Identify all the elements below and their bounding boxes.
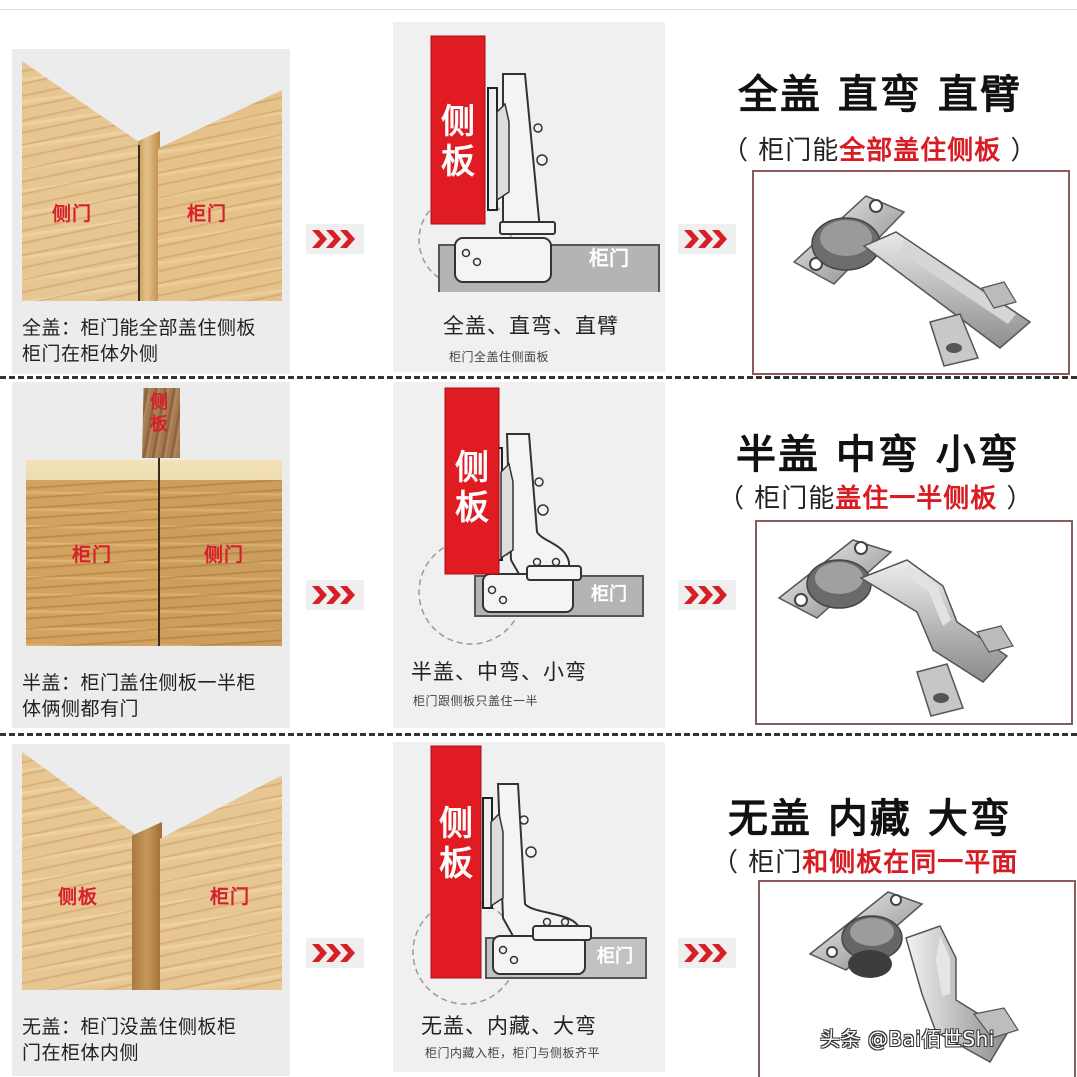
- hinge-diagram-half-overlay: 侧板 柜门 半盖、中弯、小弯 柜门跟侧板只盖住一半: [393, 382, 665, 728]
- section-divider: [0, 733, 1077, 736]
- hinge-type-title: 半盖 中弯 小弯: [736, 432, 1020, 478]
- photo-panel-full-overlay: 侧门 柜门 全盖：柜门能全部盖住侧板 柜门在柜体外侧: [12, 49, 290, 374]
- door-label: 柜门: [589, 246, 629, 270]
- subtitle-highlight: 全部盖住侧板: [839, 136, 1002, 166]
- photo-label-cabinet-door: 柜门: [187, 203, 228, 225]
- large-bend-hinge-photo: [758, 880, 1076, 1077]
- door-label: 柜门: [597, 946, 633, 967]
- caption-line-1: 无盖：柜门没盖住侧板柜: [22, 1016, 237, 1038]
- photo-label-cabinet-door: 柜门: [72, 544, 113, 566]
- row-half-overlay: 侧板 柜门 侧门 半盖：柜门盖住侧板一半柜 体俩侧都有门: [0, 380, 1077, 730]
- hinge-type-subtitle: （ 柜门和侧板在同一平面: [712, 848, 1019, 878]
- diagram-subtitle: 柜门全盖住侧面板: [449, 350, 550, 364]
- caption-line-2: 门在柜体内侧: [22, 1042, 140, 1064]
- medium-bend-hinge-photo: [755, 520, 1073, 725]
- photo-label-side-panel: 侧板: [58, 886, 99, 908]
- section-divider: [0, 376, 1077, 379]
- diagram-subtitle: 柜门跟侧板只盖住一半: [413, 694, 539, 708]
- caption-line-1: 半盖：柜门盖住侧板一半柜: [22, 672, 257, 694]
- wood-photo-inset: 侧板 柜门: [22, 752, 282, 990]
- side-panel-label: 侧板: [455, 448, 489, 528]
- side-panel-label: 侧板: [441, 102, 475, 182]
- photo-panel-inset: 侧板 柜门 无盖：柜门没盖住侧板柜 门在柜体内侧: [12, 744, 290, 1076]
- photo-label-side-door: 侧门: [52, 203, 93, 225]
- chevron-triple-right-icon: [306, 224, 364, 254]
- photo-caption: 无盖：柜门没盖住侧板柜 门在柜体内侧: [22, 1014, 286, 1066]
- hinge-type-title: 全盖 直弯 直臂: [738, 72, 1022, 118]
- chevron-triple-right-icon: [306, 938, 364, 968]
- diagram-subtitle: 柜门内藏入柜，柜门与侧板齐平: [425, 1046, 601, 1060]
- diagram-title: 半盖、中弯、小弯: [411, 660, 587, 684]
- row-full-overlay: 侧门 柜门 全盖：柜门能全部盖住侧板 柜门在柜体外侧 侧板 柜门 全盖、直弯、直…: [0, 14, 1077, 376]
- chevron-triple-right-icon: [678, 938, 736, 968]
- caption-line-2: 柜门在柜体外侧: [22, 343, 159, 365]
- subtitle-highlight: 和侧板在同一平面: [802, 848, 1019, 878]
- photo-label-side-panel: 侧板: [150, 392, 169, 435]
- hinge-diagram-inset: 侧板 柜门 无盖、内藏、大弯 柜门内藏入柜，柜门与侧板齐平: [393, 742, 665, 1072]
- chevron-triple-right-icon: [306, 580, 364, 610]
- hinge-type-subtitle: （ 柜门能全部盖住侧板 ）: [722, 136, 1038, 166]
- wood-photo-half-overlay: 侧板 柜门 侧门: [22, 388, 282, 646]
- chevron-triple-right-icon: [678, 580, 736, 610]
- hinge-type-title: 无盖 内藏 大弯: [728, 796, 1012, 842]
- chevron-triple-right-icon: [678, 224, 736, 254]
- photo-panel-half-overlay: 侧板 柜门 侧门 半盖：柜门盖住侧板一半柜 体俩侧都有门: [12, 382, 290, 728]
- straight-arm-hinge-photo: [752, 170, 1070, 375]
- door-label: 柜门: [591, 584, 627, 605]
- side-panel-label: 侧板: [439, 804, 473, 884]
- top-rule: [0, 9, 1077, 10]
- hinge-type-subtitle: （ 柜门能盖住一半侧板 ）: [718, 484, 1034, 514]
- row-inset: 侧板 柜门 无盖：柜门没盖住侧板柜 门在柜体内侧 侧板 柜门: [0, 740, 1077, 1077]
- watermark: 头条 @Bai佰世Shi: [820, 1027, 995, 1051]
- caption-line-2: 体俩侧都有门: [22, 698, 140, 720]
- diagram-title: 无盖、内藏、大弯: [421, 1014, 597, 1038]
- diagram-title: 全盖、直弯、直臂: [443, 314, 619, 338]
- caption-line-1: 全盖：柜门能全部盖住侧板: [22, 317, 257, 339]
- photo-label-cabinet-door: 柜门: [210, 886, 251, 908]
- photo-caption: 全盖：柜门能全部盖住侧板 柜门在柜体外侧: [22, 315, 286, 367]
- subtitle-highlight: 盖住一半侧板: [835, 484, 998, 514]
- photo-caption: 半盖：柜门盖住侧板一半柜 体俩侧都有门: [22, 670, 286, 722]
- photo-label-side-door: 侧门: [204, 544, 245, 566]
- wood-photo-full-overlay: 侧门 柜门: [22, 61, 282, 301]
- hinge-diagram-full-overlay: 侧板 柜门 全盖、直弯、直臂 柜门全盖住侧面板: [393, 22, 665, 372]
